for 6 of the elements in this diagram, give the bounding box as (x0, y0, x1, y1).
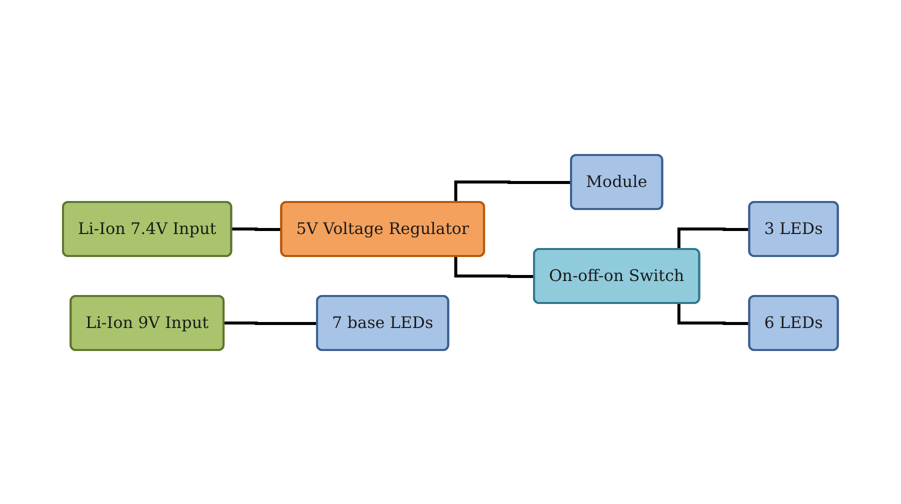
connector (678, 227, 750, 249)
connector (230, 227, 282, 230)
connector (454, 180, 572, 202)
connector (454, 256, 535, 278)
connector (222, 321, 318, 324)
connector (678, 303, 750, 324)
